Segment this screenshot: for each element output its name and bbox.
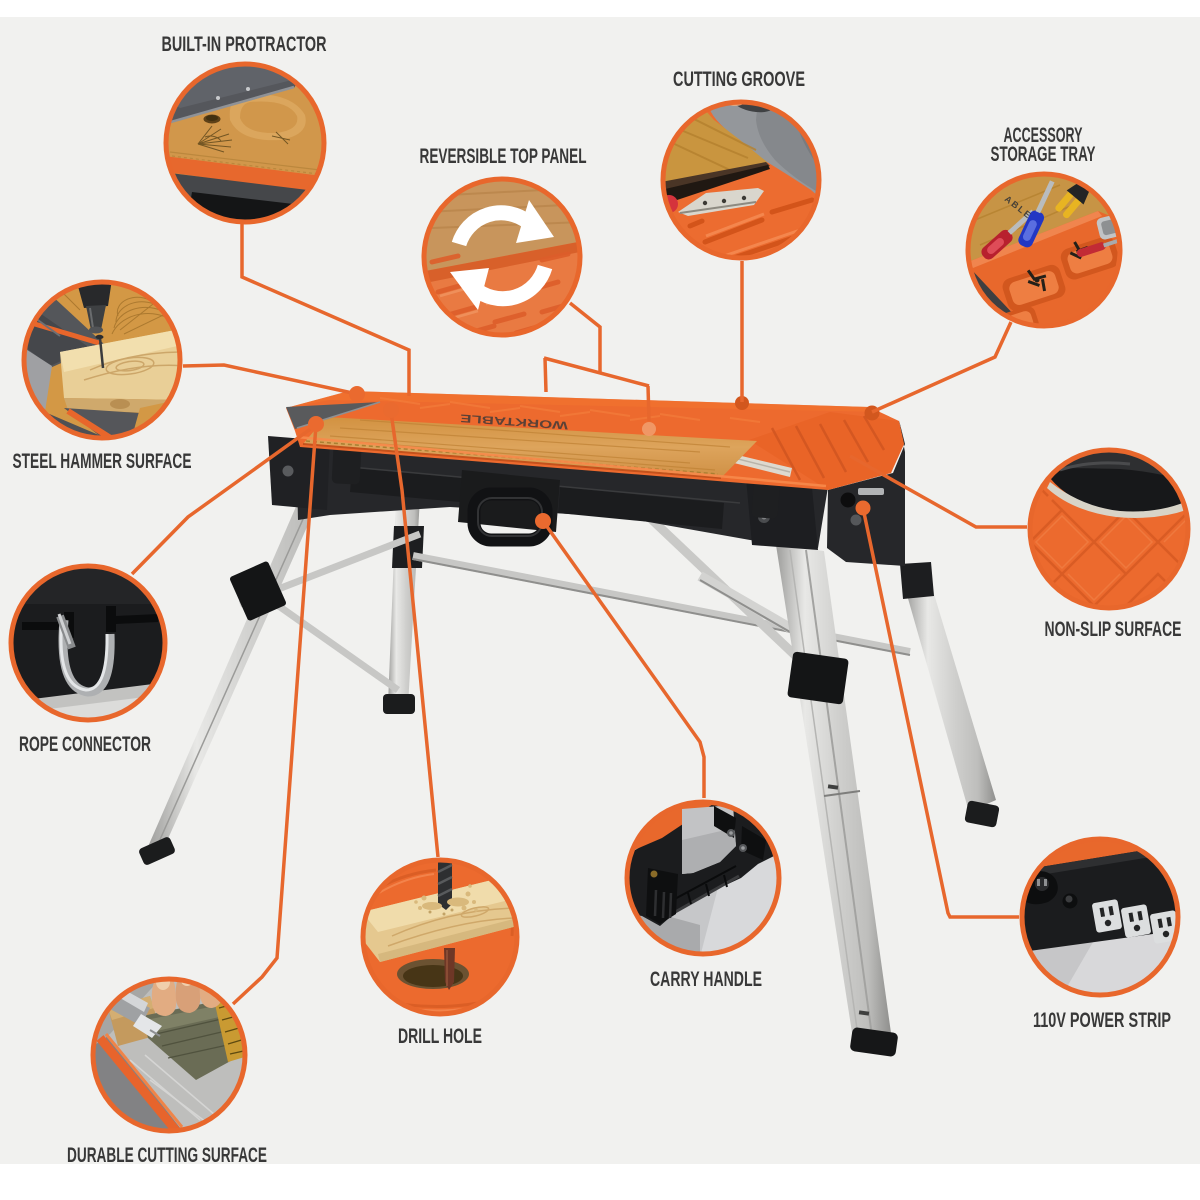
svg-text:CUTTING GROOVE: CUTTING GROOVE [673, 68, 805, 91]
svg-text:ACCESSORY: ACCESSORY [1004, 124, 1083, 147]
svg-text:BUILT-IN PROTRACTOR: BUILT-IN PROTRACTOR [162, 33, 327, 56]
svg-text:STEEL HAMMER SURFACE: STEEL HAMMER SURFACE [13, 450, 192, 473]
svg-text:STORAGE TRAY: STORAGE TRAY [991, 143, 1096, 166]
svg-text:CARRY HANDLE: CARRY HANDLE [650, 968, 762, 991]
svg-text:REVERSIBLE TOP PANEL: REVERSIBLE TOP PANEL [420, 145, 587, 168]
svg-text:NON-SLIP SURFACE: NON-SLIP SURFACE [1045, 618, 1182, 641]
svg-text:DURABLE CUTTING SURFACE: DURABLE CUTTING SURFACE [67, 1144, 267, 1167]
svg-text:ROPE CONNECTOR: ROPE CONNECTOR [19, 733, 151, 756]
svg-text:110V POWER STRIP: 110V POWER STRIP [1033, 1009, 1171, 1032]
svg-text:DRILL HOLE: DRILL HOLE [398, 1025, 482, 1048]
